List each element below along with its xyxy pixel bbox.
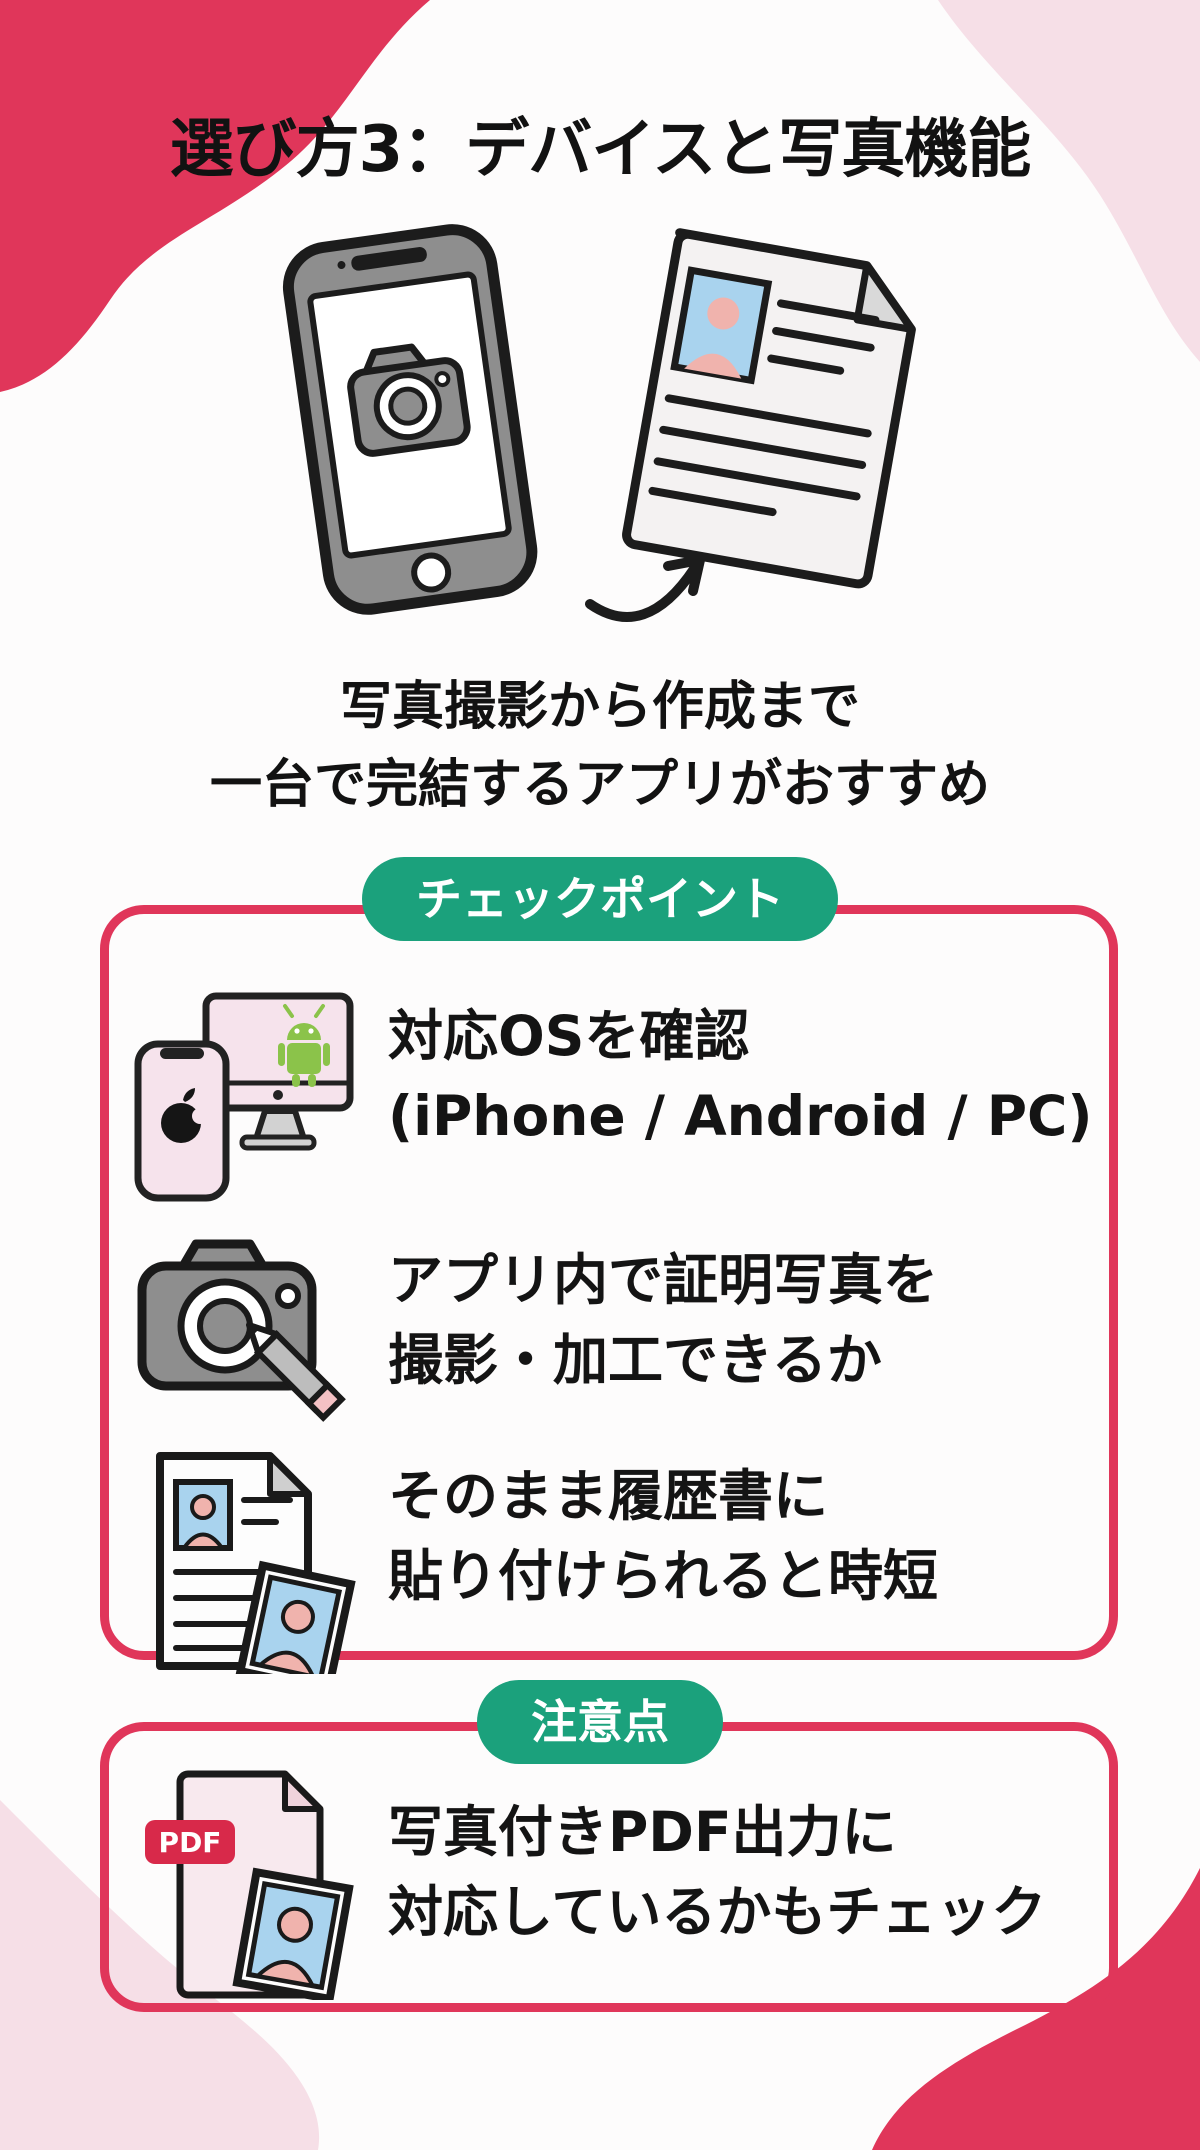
id-photo-icon <box>232 1867 354 2000</box>
android-robot-icon <box>278 1004 330 1087</box>
devices-icon <box>134 992 354 1202</box>
caution-badge: 注意点 <box>477 1680 723 1764</box>
camera-on-screen-icon <box>347 343 471 457</box>
checkpoint-item-1-text: 対応OSを確認 (iPhone / Android / PC) <box>388 996 1093 1156</box>
checkpoint-item-1-line-1: 対応OSを確認 <box>388 1004 750 1068</box>
blob-top-left <box>0 0 430 392</box>
subtitle-line-1: 写真撮影から作成まで <box>339 677 860 737</box>
apple-logo-icon <box>161 1088 208 1143</box>
camera-pencil-icon <box>137 1239 346 1422</box>
checkpoint-badge: チェックポイント <box>362 857 838 941</box>
curved-arrow-icon <box>585 555 705 622</box>
page-title: 選び方3：デバイスと写真機能 <box>169 113 1032 187</box>
checkpoint-item-3-line-2: 貼り付けられると時短 <box>388 1544 939 1608</box>
resume-photos-icon <box>156 1452 356 1674</box>
id-photo-icon <box>235 1560 356 1674</box>
blob-bottom-left <box>0 1800 320 2150</box>
pdf-photo-icon: PDF <box>145 1770 354 2000</box>
smartphone-icon <box>282 224 538 615</box>
resume-document-icon <box>622 228 916 589</box>
checkpoint-item-2-text: アプリ内で証明写真を 撮影・加工できるか <box>388 1240 938 1400</box>
pdf-badge-label: PDF <box>159 1826 222 1859</box>
pdf-badge: PDF <box>145 1820 235 1864</box>
subtitle-line-2: 一台で完結するアプリがおすすめ <box>209 755 990 815</box>
checkpoint-item-2-line-2: 撮影・加工できるか <box>388 1328 882 1392</box>
checkpoint-item-3-line-1: そのまま履歴書に <box>388 1464 829 1528</box>
caution-item-1-line-2: 対応しているかもチェック <box>388 1880 1047 1944</box>
caution-item-1-text: 写真付きPDF出力に 対応しているかもチェック <box>388 1792 1046 1952</box>
checkpoint-item-3-text: そのまま履歴書に 貼り付けられると時短 <box>388 1456 938 1616</box>
checkpoint-item-2-line-1: アプリ内で証明写真を <box>388 1248 939 1312</box>
blob-bottom-right <box>872 1868 1200 2150</box>
pencil-icon <box>245 1321 346 1422</box>
iphone-icon <box>134 1040 230 1202</box>
phone-to-resume-illustration <box>282 224 916 622</box>
checkpoint-item-1-line-2: (iPhone / Android / PC) <box>388 1084 1093 1148</box>
caution-item-1-line-1: 写真付きPDF出力に <box>388 1800 897 1864</box>
blob-top-right <box>938 0 1200 362</box>
